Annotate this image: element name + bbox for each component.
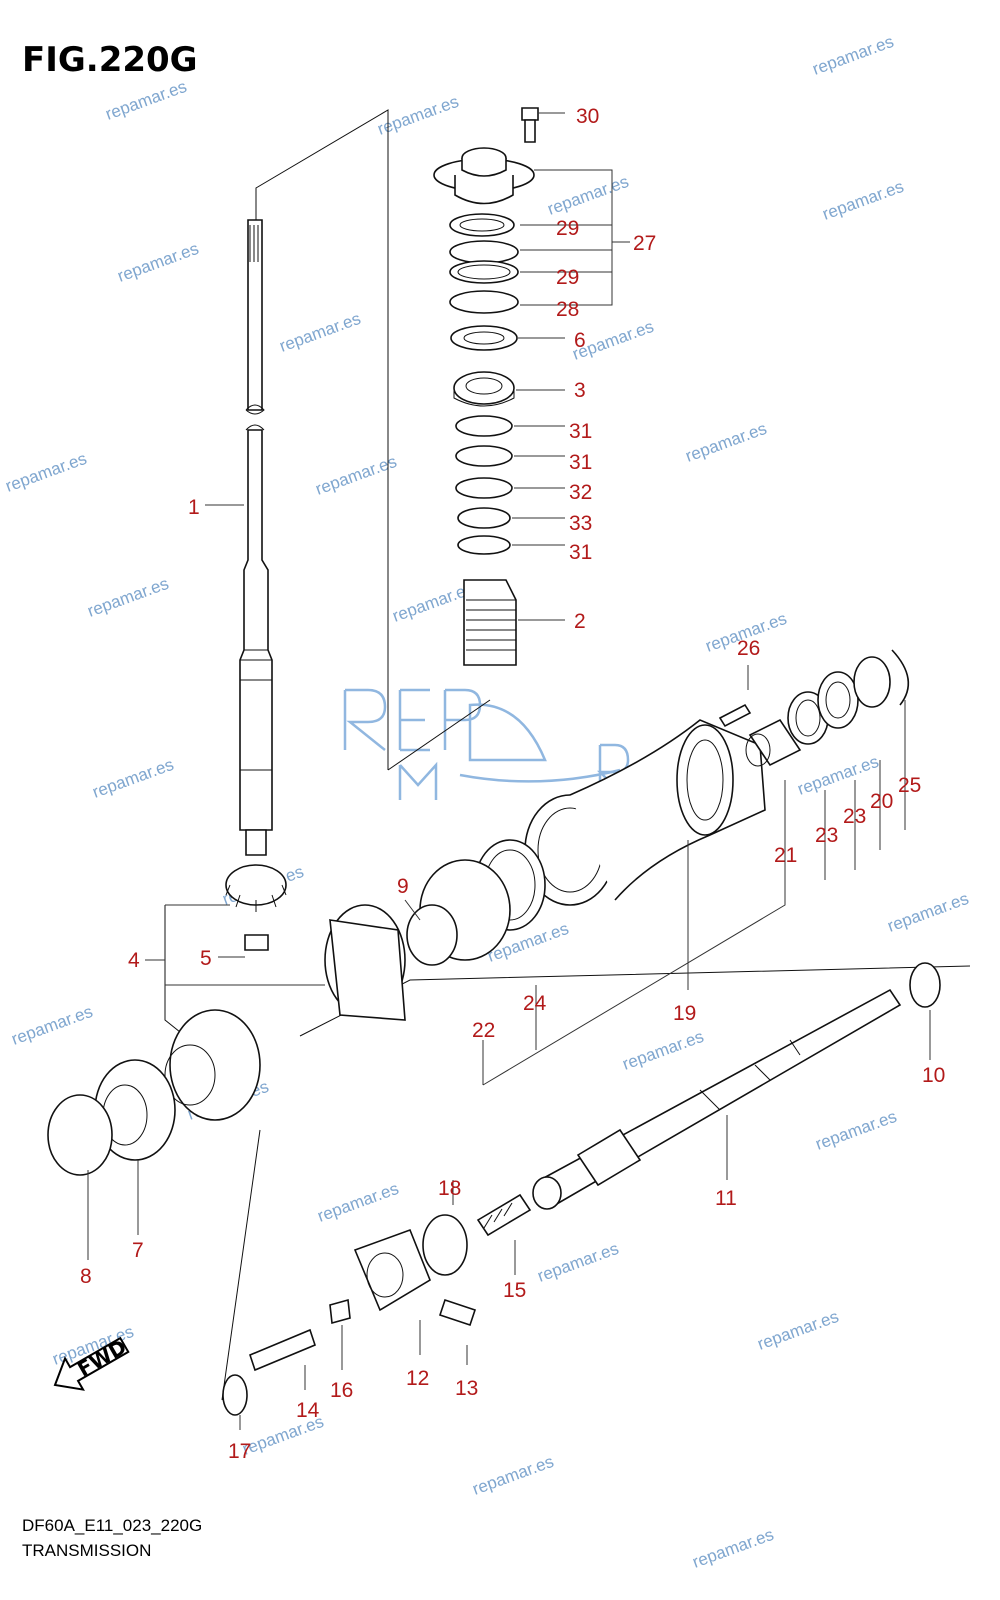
watermark: repamar.es — [103, 77, 189, 124]
callout-26: 26 — [737, 637, 760, 660]
repamar-logo — [343, 688, 630, 801]
callout-11: 11 — [715, 1187, 737, 1210]
watermark: repamar.es — [820, 177, 906, 224]
callout-8: 8 — [80, 1265, 92, 1288]
callout-16: 16 — [330, 1379, 353, 1402]
bearing-housing-stack — [433, 107, 539, 666]
callout-27: 27 — [633, 232, 656, 255]
watermark: repamar.es — [90, 755, 176, 802]
callout-30: 30 — [576, 105, 599, 128]
gear-case — [406, 649, 910, 966]
callout-28: 28 — [556, 298, 579, 321]
alignment-lines — [164, 109, 971, 1401]
callout-20: 20 — [870, 790, 893, 813]
callout-31c: 31 — [569, 541, 592, 564]
callout-12: 12 — [406, 1367, 429, 1390]
clutch-parts — [222, 1193, 532, 1416]
watermark: repamar.es — [115, 239, 201, 286]
watermark: repamar.es — [683, 419, 769, 466]
watermark: repamar.es — [3, 449, 89, 496]
callout-15: 15 — [503, 1279, 526, 1302]
callout-29a: 29 — [556, 217, 579, 240]
callout-7: 7 — [132, 1239, 144, 1262]
watermark: repamar.es — [885, 889, 971, 936]
callout-9: 9 — [397, 875, 409, 898]
watermark: repamar.es — [535, 1239, 621, 1286]
leader-lines — [87, 112, 931, 1430]
watermark: repamar.es — [690, 1525, 776, 1572]
watermark: repamar.es — [9, 1002, 95, 1049]
callout-33: 33 — [569, 512, 592, 535]
watermark: repamar.es — [810, 32, 896, 79]
watermark: repamar.es — [545, 172, 631, 219]
callout-31a: 31 — [569, 420, 592, 443]
callout-2: 2 — [574, 610, 586, 633]
callout-32: 32 — [569, 481, 592, 504]
callout-25: 25 — [898, 774, 921, 797]
callout-22: 22 — [472, 1019, 495, 1042]
callout-14: 14 — [296, 1399, 320, 1422]
callout-1: 1 — [188, 496, 200, 519]
callout-13: 13 — [455, 1377, 478, 1400]
figure-name: TRANSMISSION — [22, 1541, 152, 1560]
callout-23a: 23 — [815, 824, 838, 847]
watermark: repamar.es — [315, 1179, 401, 1226]
watermark: repamar.es — [277, 309, 363, 356]
callout-17: 17 — [228, 1440, 251, 1463]
callout-19: 19 — [673, 1002, 696, 1025]
callout-24: 24 — [523, 992, 547, 1015]
watermark: repamar.es — [755, 1307, 841, 1354]
figure-title: FIG.220G — [22, 40, 198, 80]
callout-29b: 29 — [556, 266, 579, 289]
callout-labels: 1 2 3 4 5 6 7 8 9 10 11 12 13 14 15 16 1… — [80, 105, 945, 1463]
callout-5: 5 — [200, 947, 212, 970]
callout-4: 4 — [128, 949, 140, 972]
gears — [47, 864, 406, 1176]
callout-10: 10 — [922, 1064, 945, 1087]
callout-23b: 23 — [843, 805, 866, 828]
part-1-drive-shaft — [239, 219, 273, 856]
callout-31b: 31 — [569, 451, 592, 474]
figure-code: DF60A_E11_023_220G — [22, 1516, 203, 1535]
propeller-shaft — [532, 962, 941, 1210]
callout-21: 21 — [774, 844, 797, 867]
callout-3: 3 — [574, 379, 586, 402]
watermark: repamar.es — [795, 752, 881, 799]
watermark: repamar.es — [313, 452, 399, 499]
callout-18: 18 — [438, 1177, 461, 1200]
watermark: repamar.es — [813, 1107, 899, 1154]
watermark: repamar.es — [85, 574, 171, 621]
watermark: repamar.es — [470, 1452, 556, 1499]
watermark: repamar.es — [620, 1027, 706, 1074]
callout-6: 6 — [574, 329, 586, 352]
